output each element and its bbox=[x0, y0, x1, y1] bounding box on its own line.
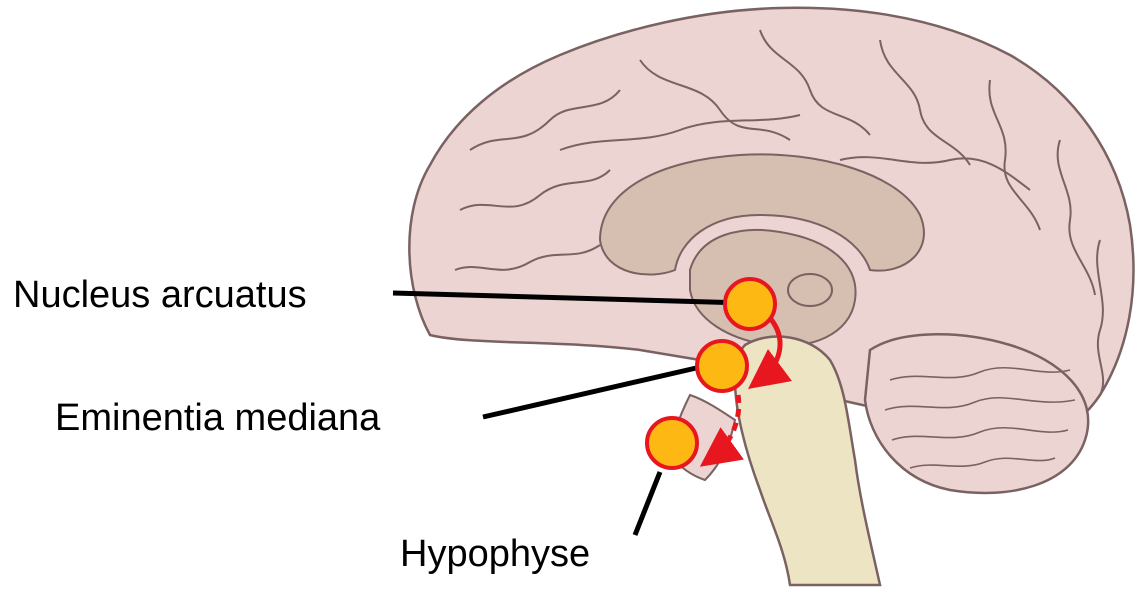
leader-line-hypophyse bbox=[635, 472, 660, 535]
eminentia-mediana-marker bbox=[697, 341, 747, 391]
label-hypophyse: Hypophyse bbox=[400, 533, 590, 575]
massa-intermedia bbox=[788, 274, 832, 306]
nucleus-arcuatus-marker bbox=[725, 279, 775, 329]
label-eminentia-mediana: Eminentia mediana bbox=[55, 397, 381, 439]
hypophyse-marker bbox=[647, 418, 697, 468]
label-nucleus-arcuatus: Nucleus arcuatus bbox=[13, 274, 307, 316]
